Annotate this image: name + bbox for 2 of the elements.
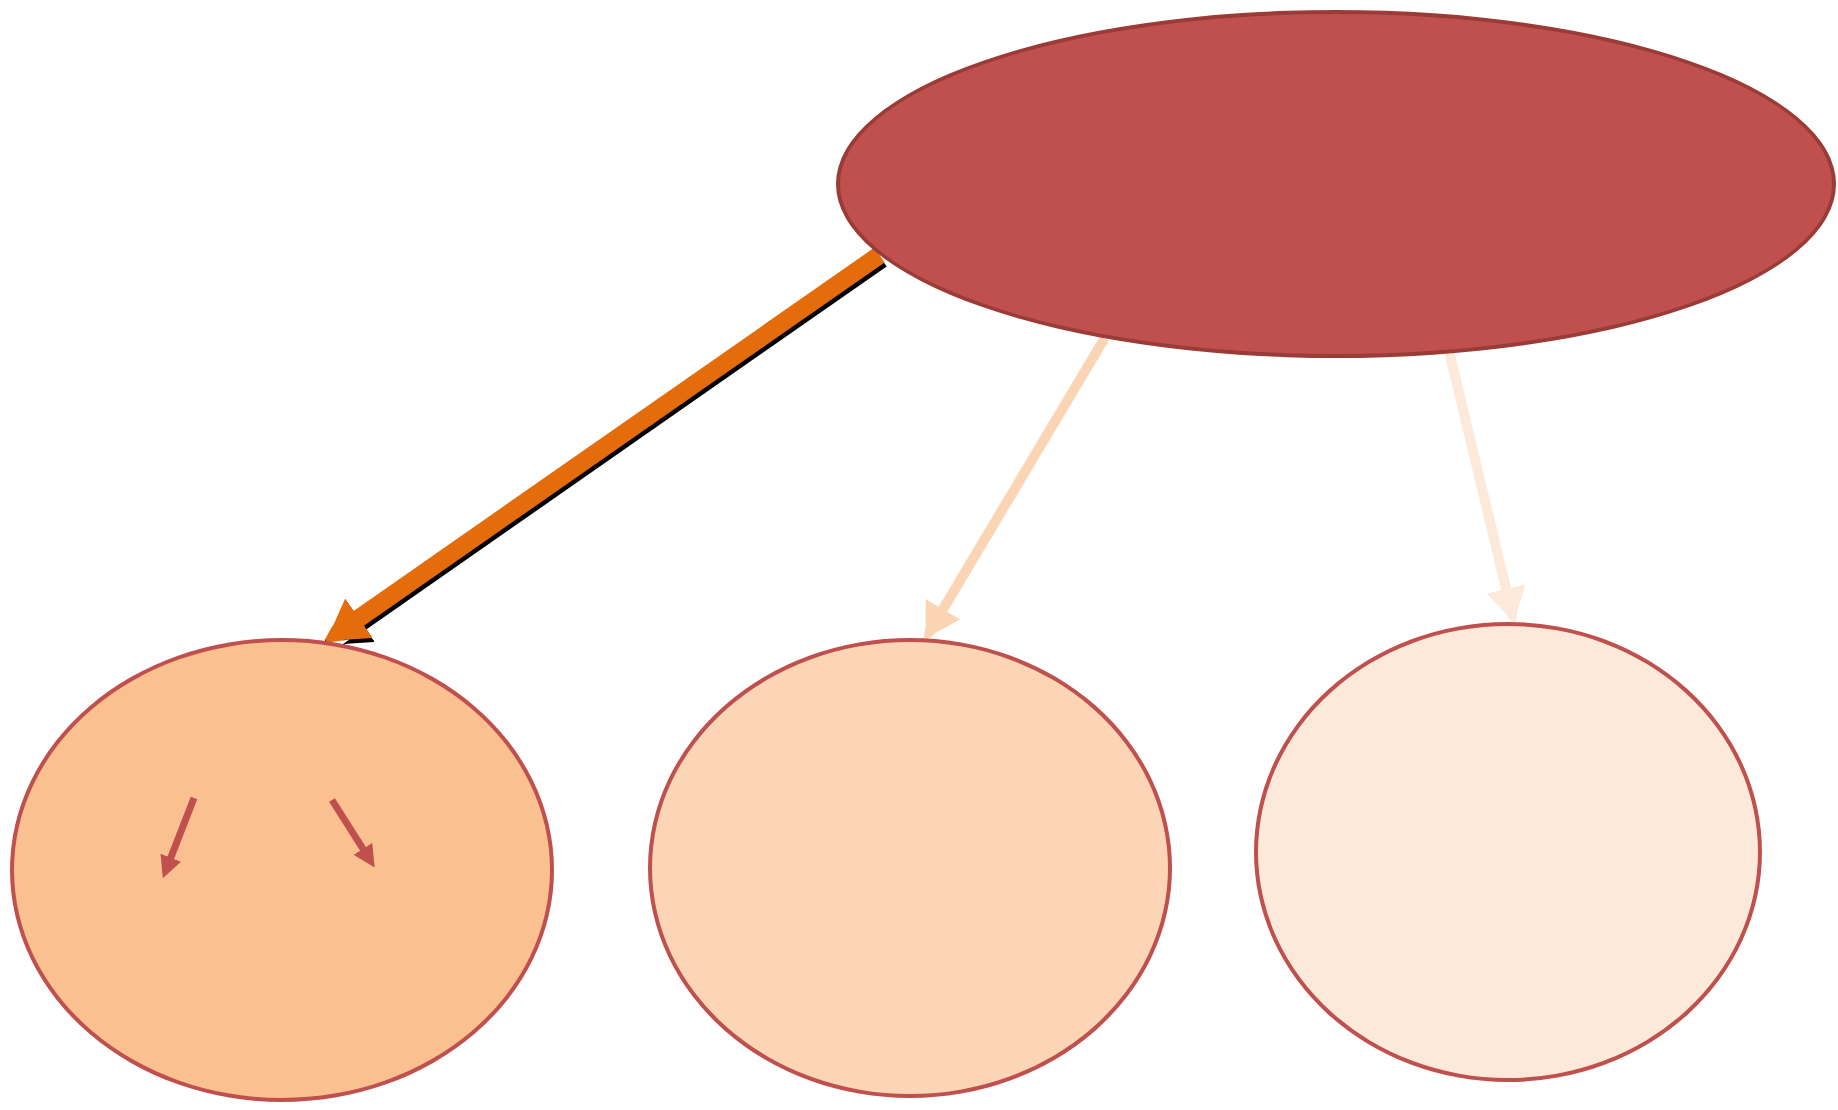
arrow [921,335,1109,641]
arrow [1444,352,1523,624]
